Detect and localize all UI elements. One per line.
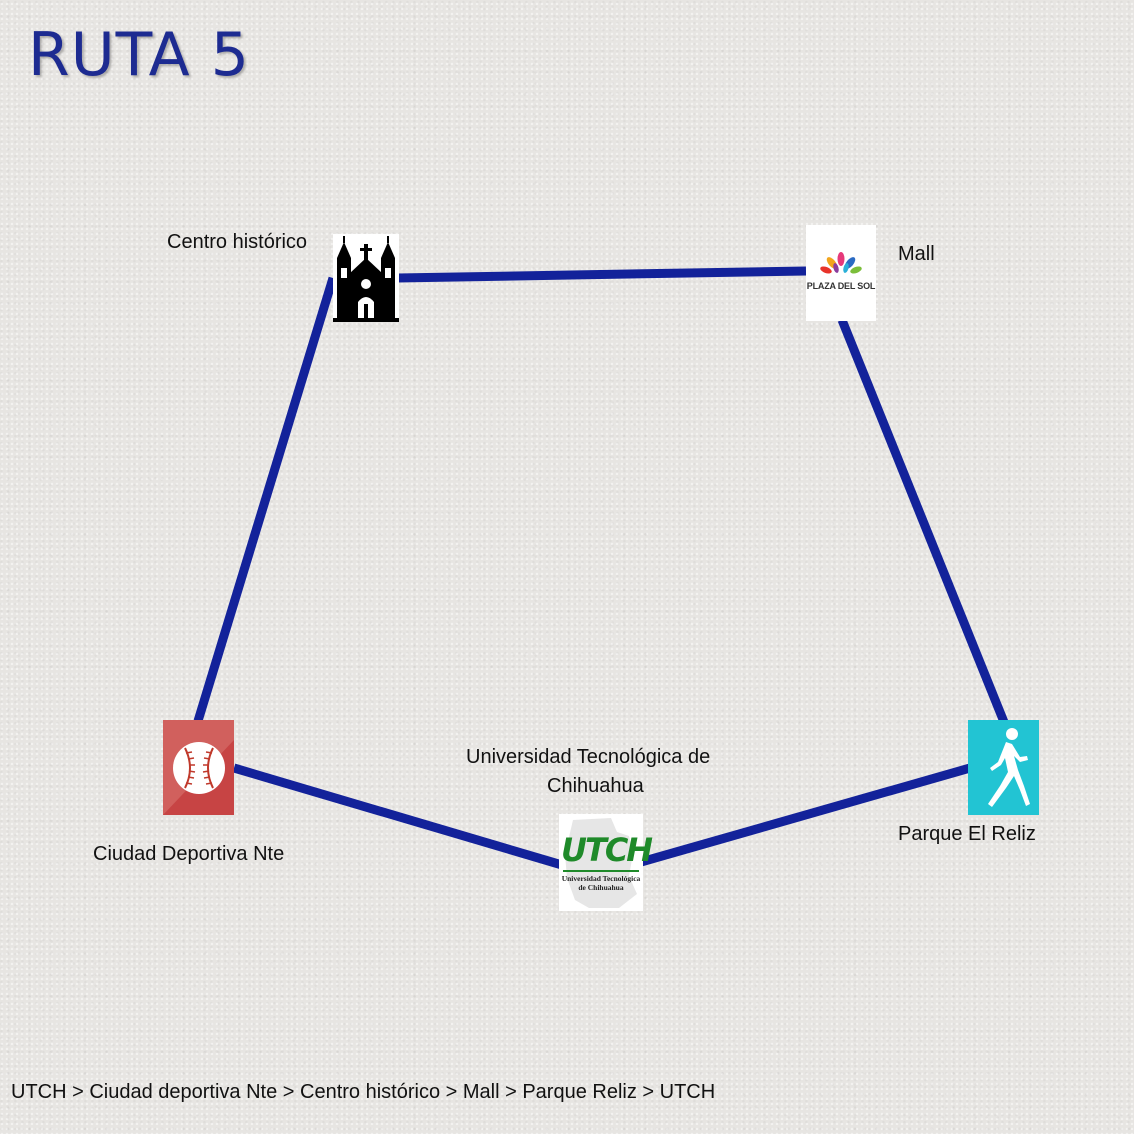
plaza-del-sol-logo: PLAZA DEL SOL [806, 225, 876, 321]
route-line-mall-reliz [837, 318, 1009, 724]
utch-label-line1: Universidad Tecnológica de [466, 746, 711, 768]
route-summary: UTCH > Ciudad deportiva Nte > Centro his… [11, 1081, 716, 1103]
utch-logo: UTCH Universidad Tecnológica de Chihuahu… [559, 814, 653, 911]
utch-label-line2: Chihuahua [547, 775, 644, 797]
utch-logo-subtext-1: Universidad Tecnológica [561, 874, 641, 883]
utch-logo-subtext-2: de Chihuahua [578, 883, 624, 892]
route-line-utch-deportiva [232, 763, 564, 870]
plaza-del-sol-text: PLAZA DEL SOL [806, 281, 876, 291]
route-title: RUTA 5 [28, 20, 250, 90]
route-line-centro-mall [396, 266, 807, 283]
route-line-deportiva-centro [193, 276, 338, 723]
parque-reliz-label: Parque El Reliz [898, 823, 1036, 845]
church-icon [333, 234, 399, 322]
route-line-reliz-utch [639, 763, 972, 867]
utch-logo-text: UTCH [561, 831, 653, 869]
centro-historico-label: Centro histórico [167, 231, 308, 253]
baseball-icon [163, 720, 234, 815]
runner-icon [968, 720, 1039, 815]
ciudad-deportiva-label: Ciudad Deportiva Nte [93, 843, 285, 865]
mall-label: Mall [898, 243, 935, 265]
utch-logo-rule [563, 870, 639, 872]
